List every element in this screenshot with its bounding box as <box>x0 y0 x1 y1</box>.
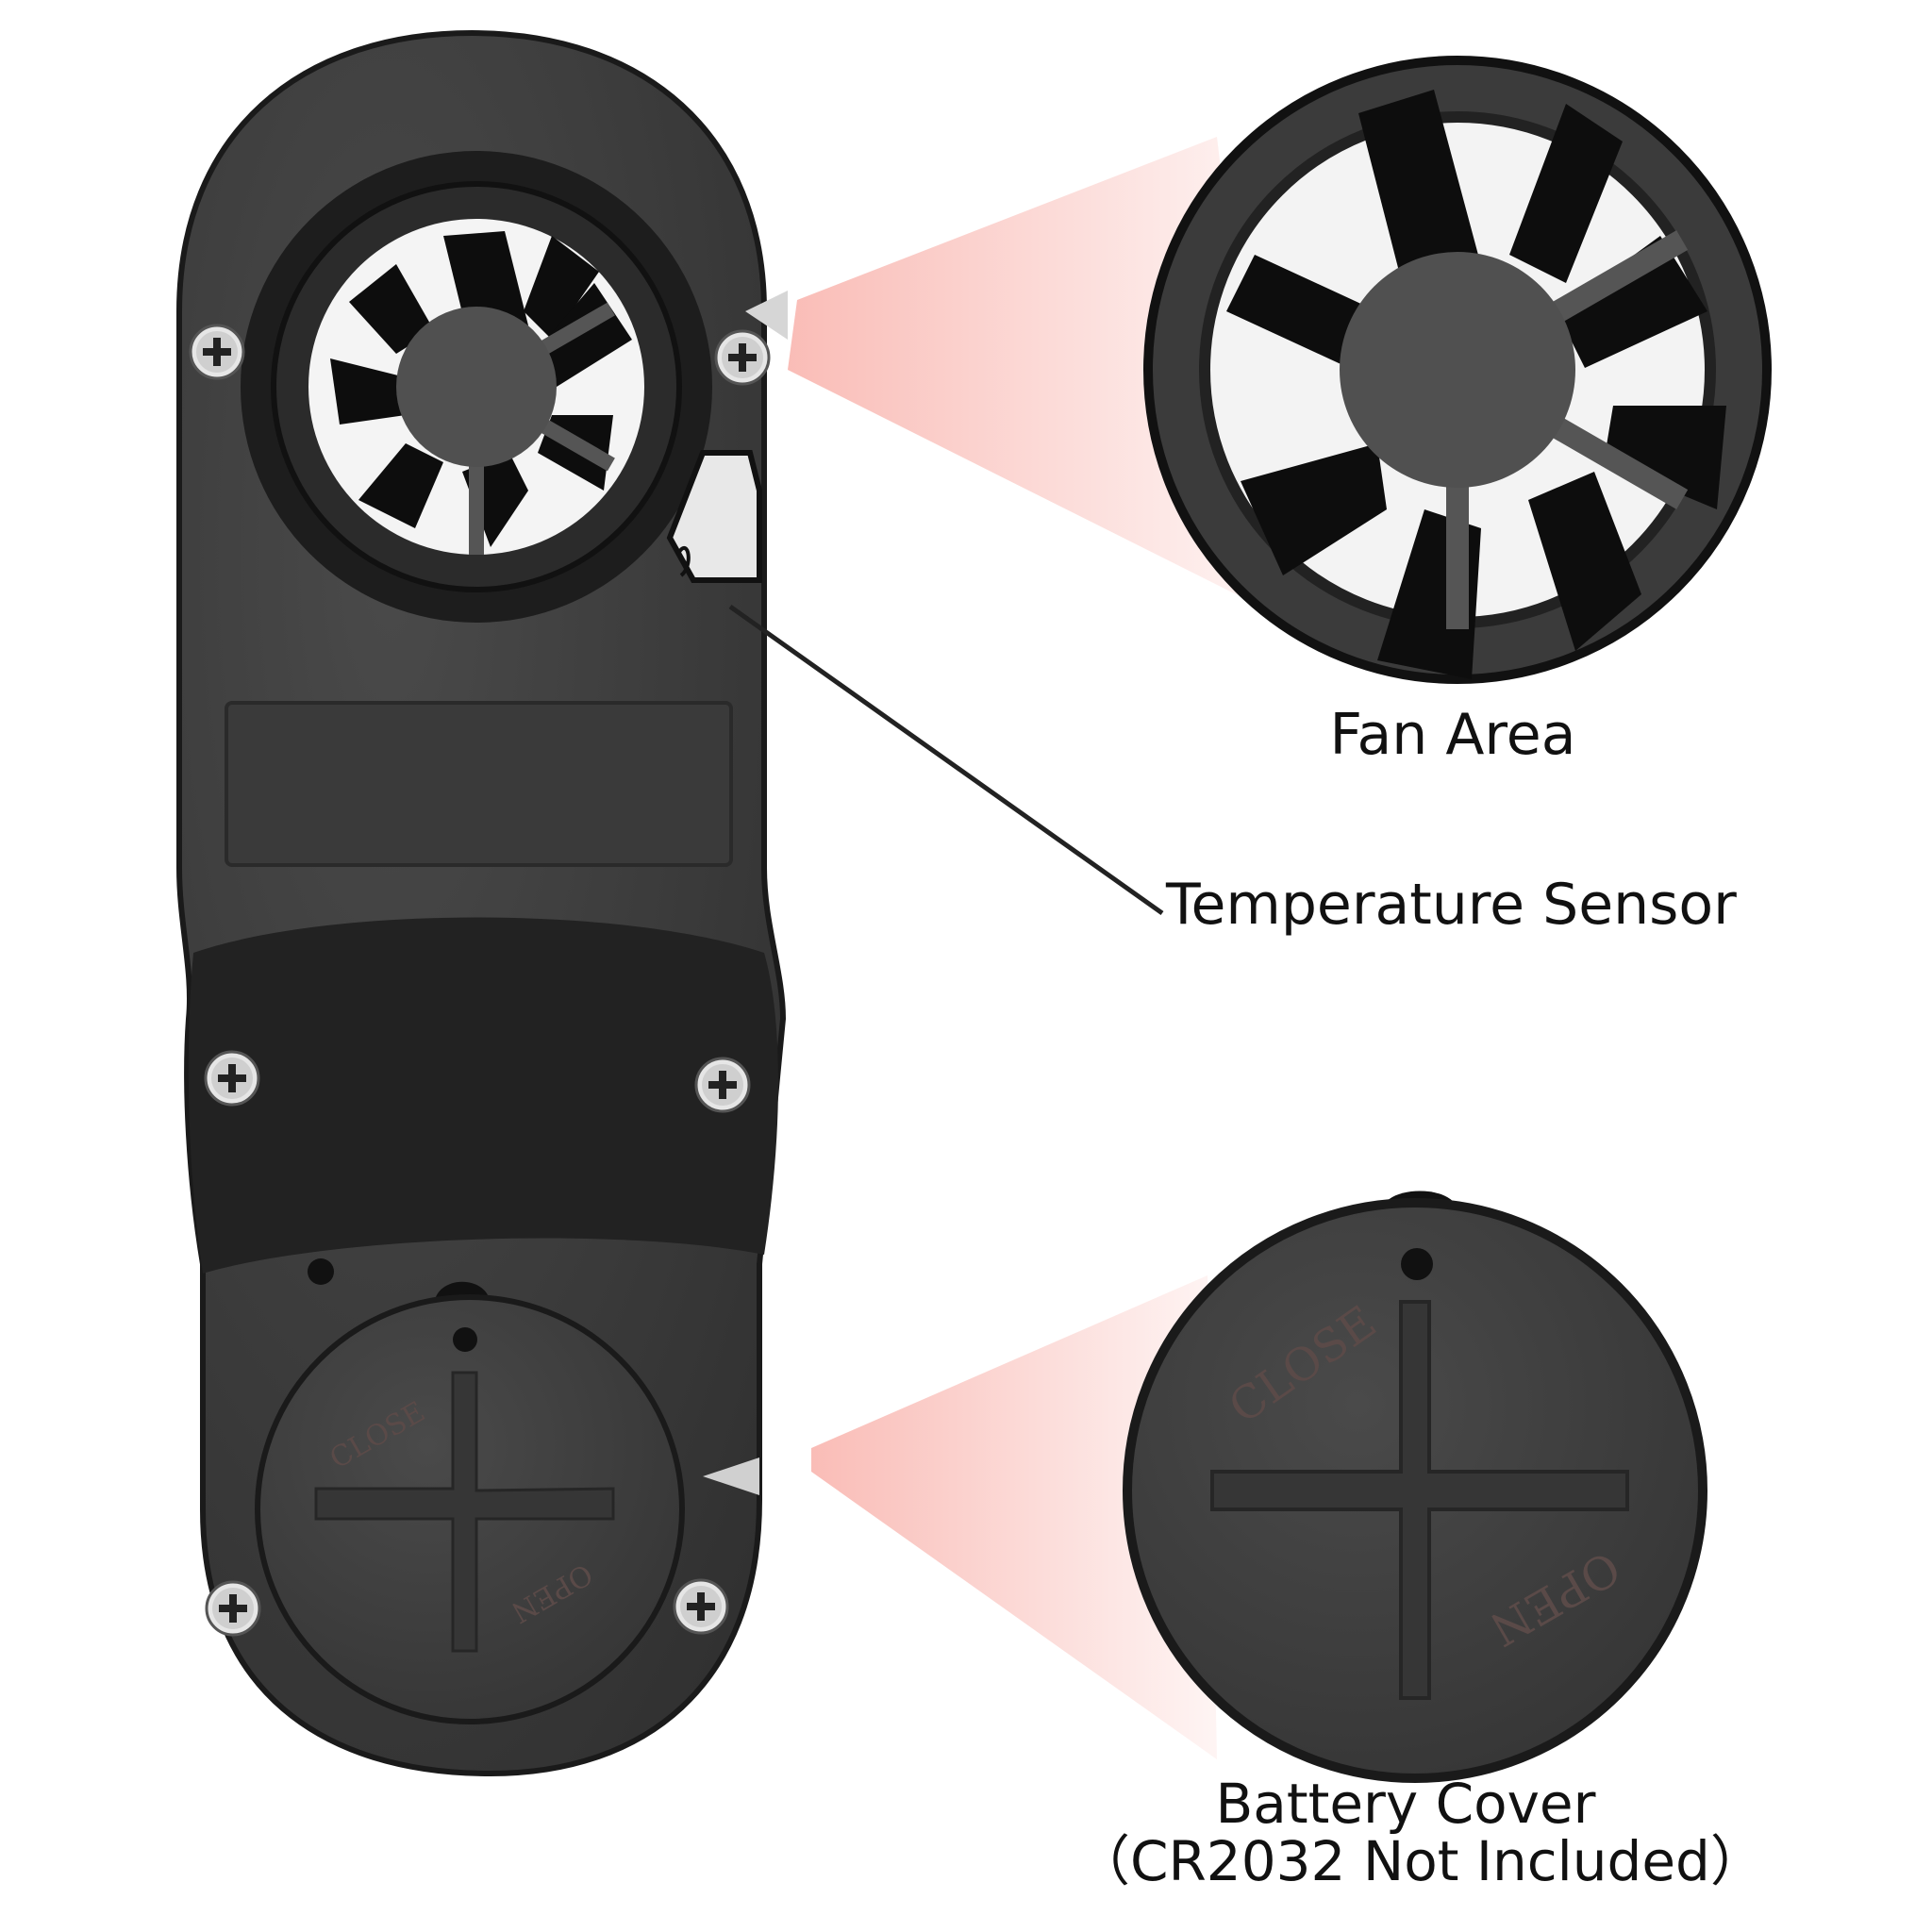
screw-icon <box>189 324 245 380</box>
screw-icon <box>673 1578 729 1635</box>
battery-cover-label-line1: Battery Cover <box>1215 1772 1596 1836</box>
fan-highlight-beam <box>788 137 1274 613</box>
temperature-sensor-slot <box>666 450 762 583</box>
temperature-sensor-wire <box>677 545 691 577</box>
battery-highlight-beam <box>811 1275 1217 1759</box>
fan-area-label: Fan Area <box>1329 702 1576 768</box>
battery-notch <box>703 1457 759 1495</box>
temperature-sensor-leader-line <box>728 604 1164 916</box>
device-battery-cover: CLOSE OPEN <box>255 1294 685 1724</box>
screw-icon <box>694 1057 751 1113</box>
screw-icon <box>204 1050 260 1107</box>
screw-icon <box>714 329 771 386</box>
zoom-fan-hub <box>1340 252 1575 488</box>
battery-cover-label: Battery Cover （CR2032 Not Included） <box>1075 1772 1765 1893</box>
battery-cover-zoom-detail: CLOSE OPEN <box>1123 1191 1707 1783</box>
label-recess <box>225 701 733 867</box>
screw-icon <box>205 1580 261 1637</box>
fan-zoom-detail <box>1143 56 1772 684</box>
dimple-dot <box>308 1258 334 1285</box>
grip-band <box>188 917 778 1274</box>
temperature-sensor-label: Temperature Sensor <box>1166 872 1737 938</box>
device-fan-blades <box>330 231 632 547</box>
device-fan <box>241 151 712 623</box>
battery-cover-label-line2: （CR2032 Not Included） <box>1075 1828 1765 1893</box>
zoom-fan-blades <box>1226 90 1726 679</box>
anemometer-device: CLOSE OPEN <box>176 29 788 1777</box>
device-fan-hub <box>396 307 557 467</box>
sensor-notch <box>745 291 788 340</box>
